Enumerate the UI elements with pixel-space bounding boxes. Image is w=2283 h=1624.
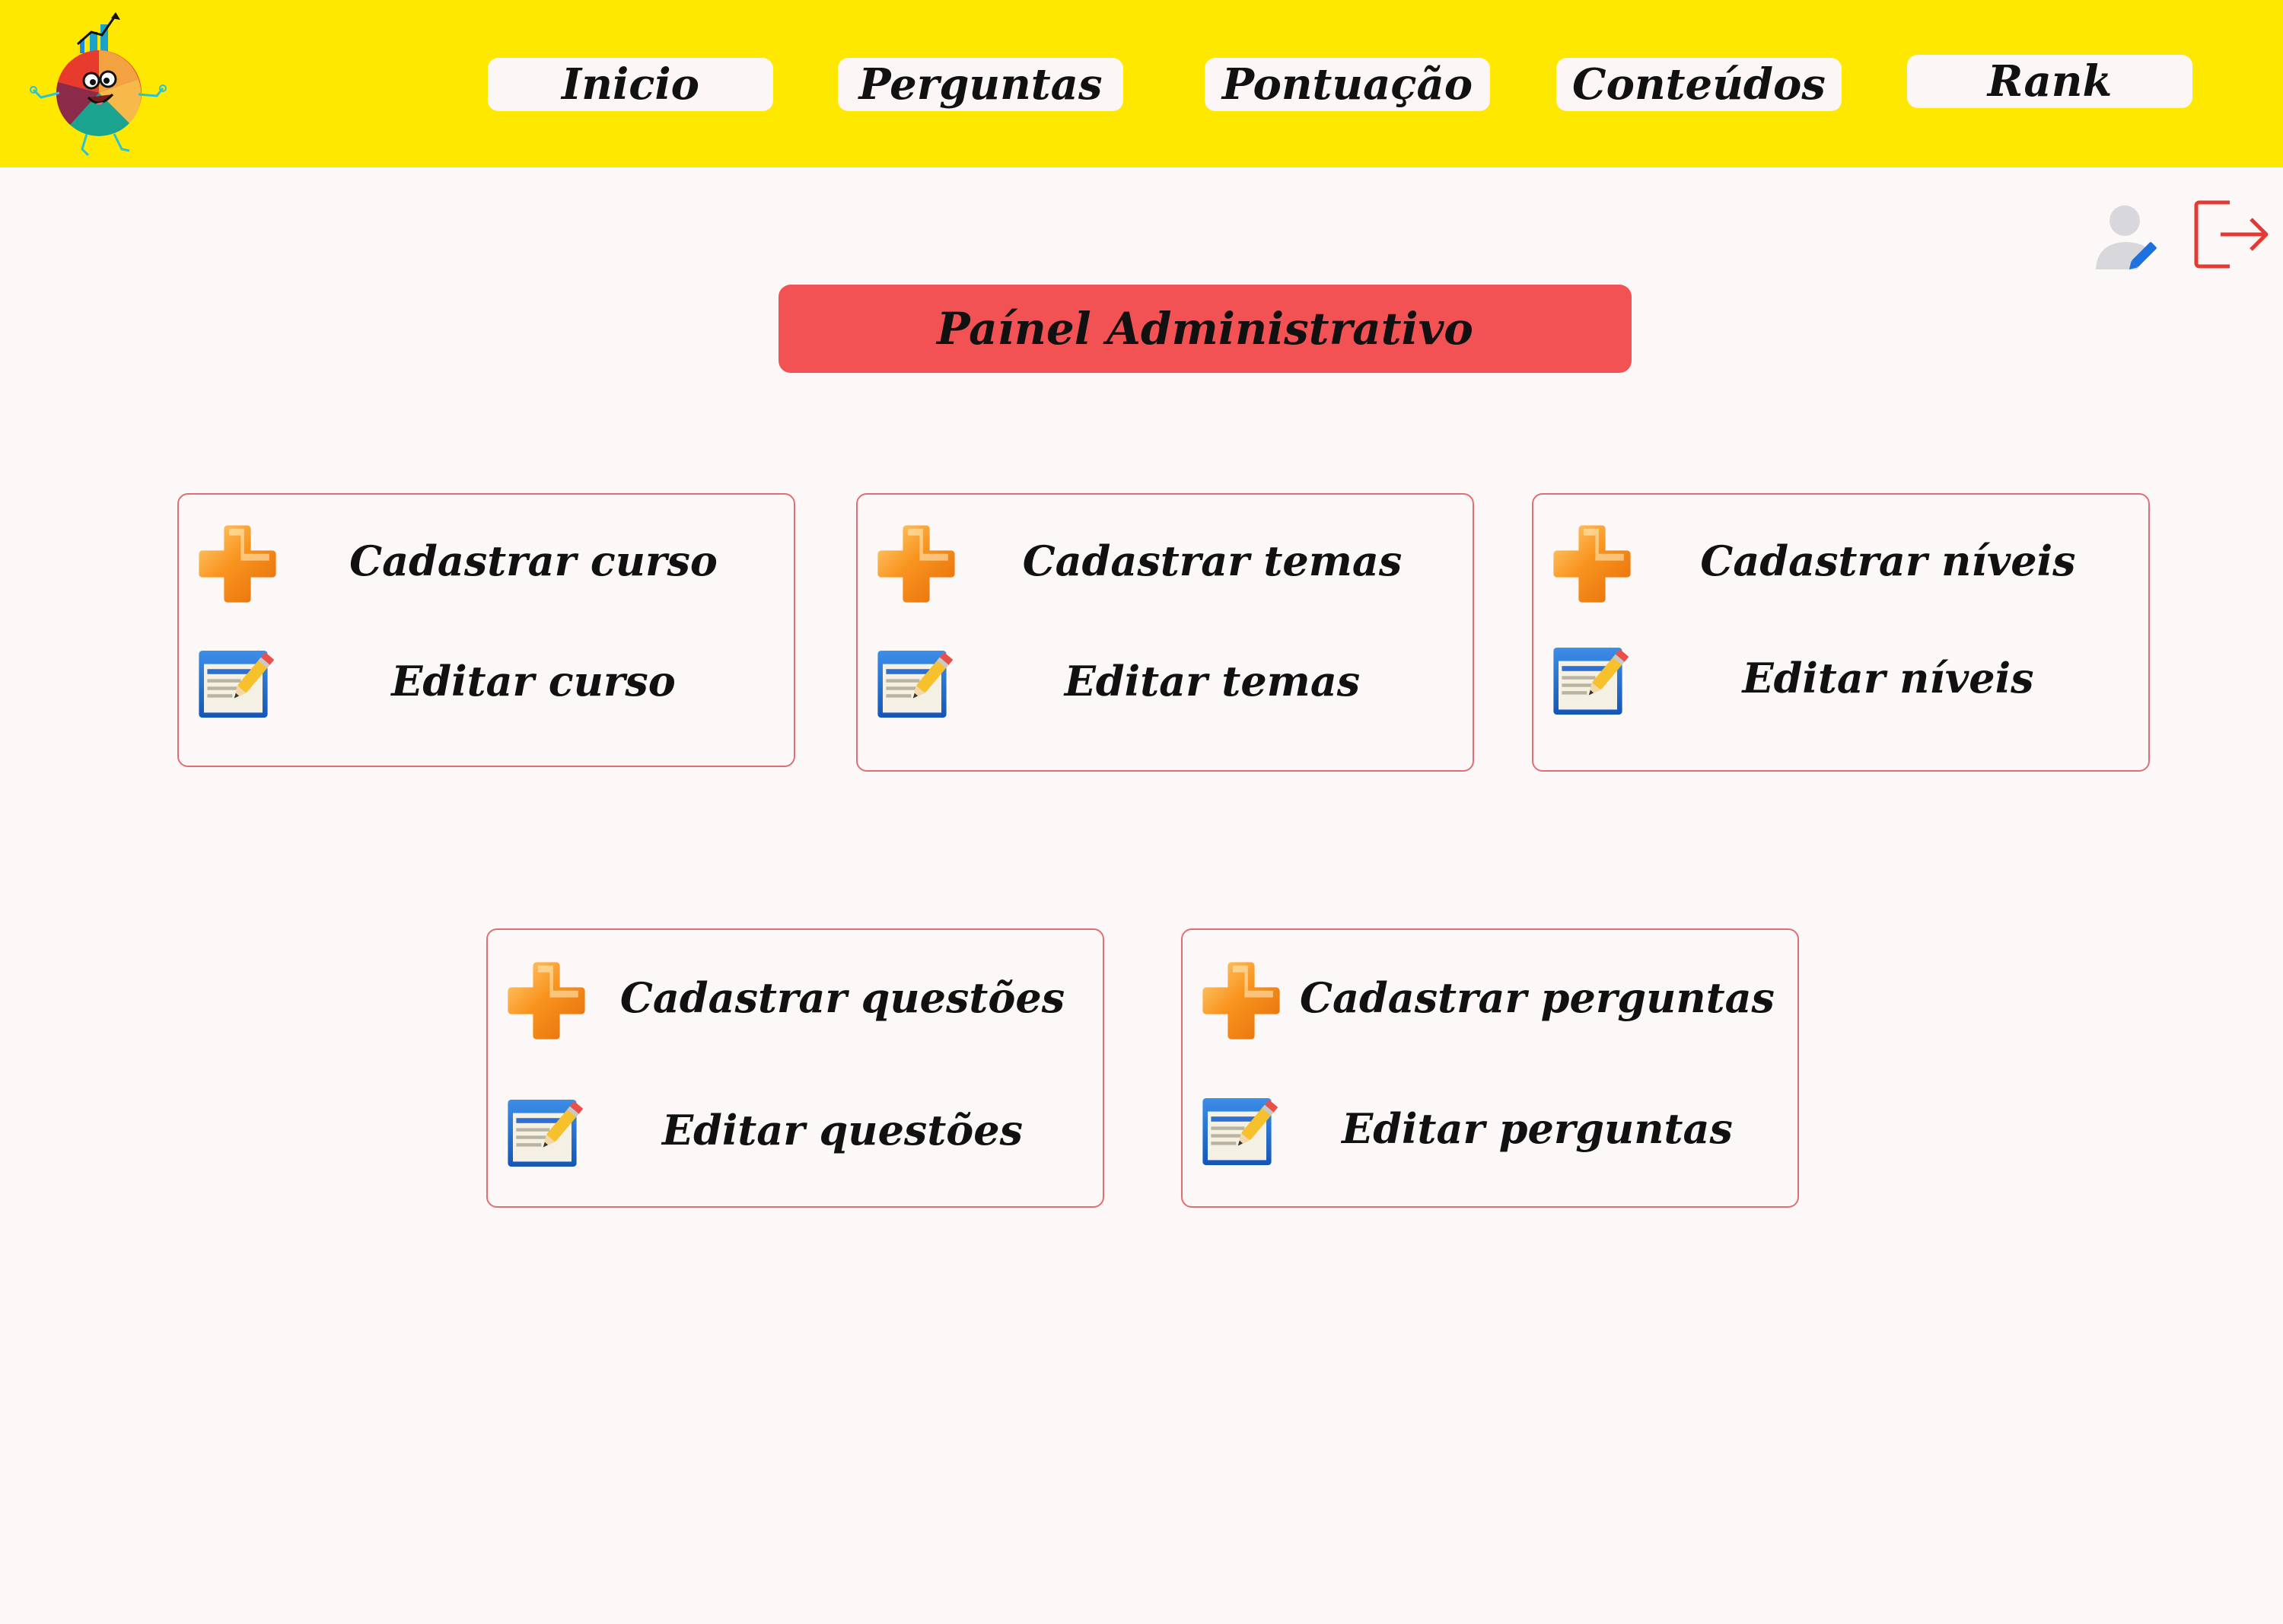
edit-document-icon: [1550, 639, 1634, 723]
nav-perguntas[interactable]: Perguntas: [838, 58, 1123, 111]
admin-panel-title-text: Paínel Administrativo: [937, 303, 1473, 355]
plus-icon: [505, 959, 588, 1043]
card-questoes: Cadastrar questões Editar questões: [486, 928, 1104, 1208]
edit-curso-button[interactable]: Editar curso: [179, 639, 794, 723]
user-edit-icon[interactable]: [2091, 199, 2160, 275]
edit-niveis-label: Editar níveis: [1742, 654, 2034, 702]
nav-pontuacao[interactable]: Pontuação: [1205, 58, 1490, 111]
edit-questoes-button[interactable]: Editar questões: [488, 1088, 1103, 1172]
edit-document-icon: [505, 1091, 588, 1175]
edit-curso-label: Editar curso: [391, 657, 676, 705]
edit-document-icon: [196, 642, 279, 726]
add-perguntas-button[interactable]: Cadastrar perguntas: [1183, 956, 1797, 1040]
add-questoes-label: Cadastrar questões: [619, 973, 1065, 1022]
nav-conteudos[interactable]: Conteúdos: [1556, 58, 1842, 111]
add-temas-label: Cadastrar temas: [1022, 537, 1403, 585]
plus-icon: [1199, 959, 1283, 1043]
top-header: Inicio Perguntas Pontuação Conteúdos Ran…: [0, 0, 2283, 167]
edit-perguntas-button[interactable]: Editar perguntas: [1183, 1087, 1797, 1170]
mascot-logo-icon[interactable]: [23, 9, 175, 161]
card-niveis: Cadastrar níveis Editar níveis: [1532, 493, 2150, 772]
add-niveis-button[interactable]: Cadastrar níveis: [1533, 519, 2148, 603]
edit-niveis-button[interactable]: Editar níveis: [1533, 636, 2148, 720]
add-perguntas-label: Cadastrar perguntas: [1300, 973, 1775, 1022]
edit-perguntas-label: Editar perguntas: [1342, 1104, 1733, 1153]
plus-icon: [1550, 522, 1634, 606]
admin-panel-title: Paínel Administrativo: [779, 285, 1632, 373]
add-curso-label: Cadastrar curso: [349, 537, 718, 585]
edit-questoes-label: Editar questões: [661, 1106, 1024, 1154]
edit-document-icon: [874, 642, 958, 726]
edit-temas-button[interactable]: Editar temas: [858, 639, 1473, 723]
plus-icon: [874, 522, 958, 606]
edit-document-icon: [1199, 1090, 1283, 1173]
card-perguntas: Cadastrar perguntas Editar perguntas: [1181, 928, 1799, 1208]
logout-icon[interactable]: [2192, 196, 2271, 272]
nav-rank[interactable]: Rank: [1907, 55, 2192, 108]
plus-icon: [196, 522, 279, 606]
nav-inicio[interactable]: Inicio: [488, 58, 773, 111]
card-curso: Cadastrar curso Editar curso: [177, 493, 795, 767]
card-temas: Cadastrar temas Editar temas: [856, 493, 1474, 772]
add-curso-button[interactable]: Cadastrar curso: [179, 519, 794, 603]
add-niveis-label: Cadastrar níveis: [1700, 537, 2076, 585]
add-questoes-button[interactable]: Cadastrar questões: [488, 956, 1103, 1040]
add-temas-button[interactable]: Cadastrar temas: [858, 519, 1473, 603]
edit-temas-label: Editar temas: [1064, 657, 1361, 705]
